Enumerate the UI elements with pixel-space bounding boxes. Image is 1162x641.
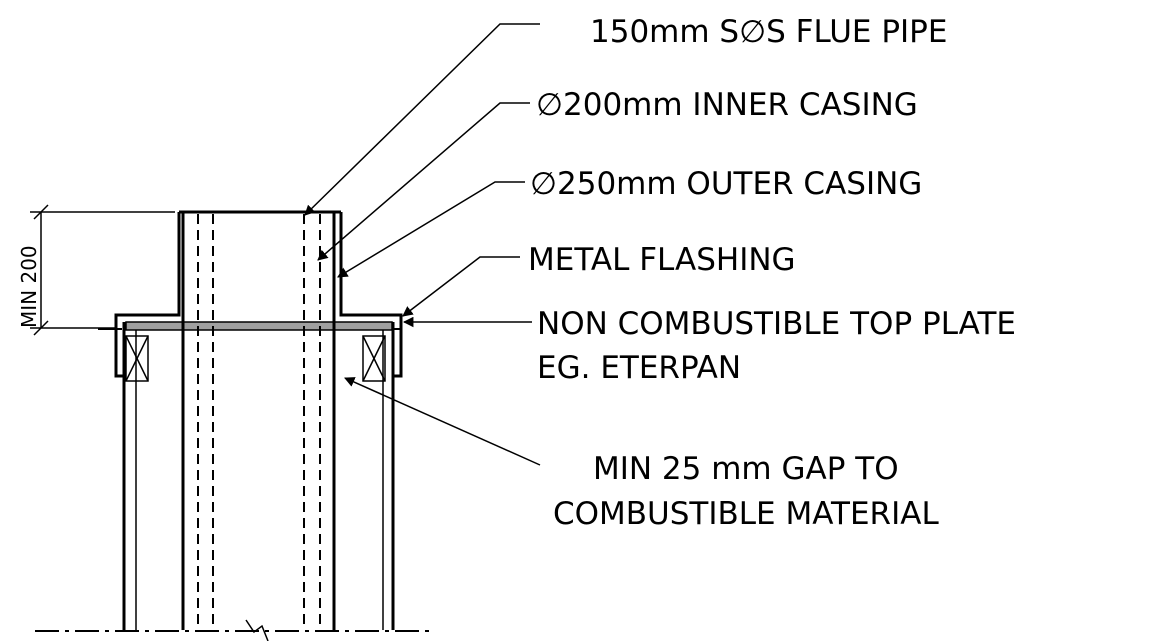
- gap-label-line1: MIN 25 mm GAP TO: [593, 451, 899, 487]
- top-plate: [125, 321, 393, 331]
- inner-casing-label: ∅200mm INNER CASING: [536, 87, 918, 123]
- leader-flue-pipe: [304, 23, 540, 216]
- timber-batten-right: [362, 335, 386, 382]
- flue-pipe-label: 150mm S∅S FLUE PIPE: [590, 14, 947, 50]
- leader-outer-casing: [337, 181, 525, 278]
- metal-flashing-right: [339, 212, 403, 378]
- top-plate-label-line1: NON COMBUSTIBLE TOP PLATE: [537, 306, 1016, 342]
- gap-label-line2: COMBUSTIBLE MATERIAL: [553, 496, 939, 532]
- outer-casing-label: ∅250mm OUTER CASING: [530, 166, 922, 202]
- leader-gap: [344, 377, 541, 466]
- top-plate-label-line2: EG. ETERPAN: [537, 350, 741, 386]
- metal-flashing-label: METAL FLASHING: [528, 242, 796, 278]
- metal-flashing-left: [114, 212, 181, 378]
- break-symbol: [245, 619, 269, 641]
- dimension-label: MIN 200: [17, 245, 41, 328]
- leader-metal-flashing: [402, 256, 520, 317]
- leader-inner-casing: [317, 102, 530, 261]
- height-dimension: MIN 200: [17, 204, 175, 336]
- timber-batten-left: [125, 335, 149, 382]
